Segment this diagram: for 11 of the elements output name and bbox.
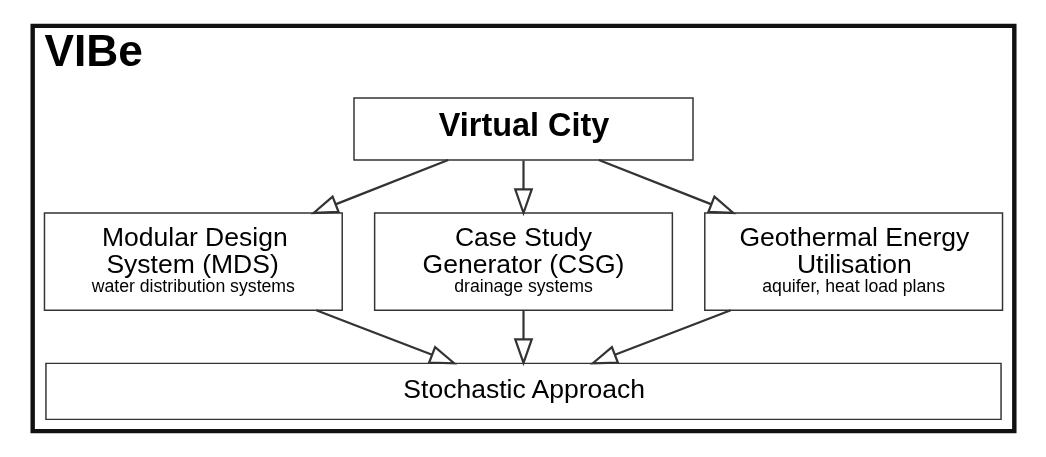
node-box: Modular Design System (MDS) water distribution systems xyxy=(43,212,343,312)
arrow xyxy=(513,310,533,367)
arrow xyxy=(589,309,731,365)
node-box: Geothermal Energy Utilisation aquifer, heat load plans xyxy=(703,212,1003,312)
arrow xyxy=(315,309,457,365)
node-box: Stochastic Approach xyxy=(44,362,1002,421)
node-box: Virtual City xyxy=(352,97,694,161)
arrow xyxy=(597,159,736,215)
node-box: Case Study Generator (CSG) drainage systems xyxy=(373,212,673,312)
arrow xyxy=(513,160,533,217)
arrow xyxy=(310,159,449,215)
